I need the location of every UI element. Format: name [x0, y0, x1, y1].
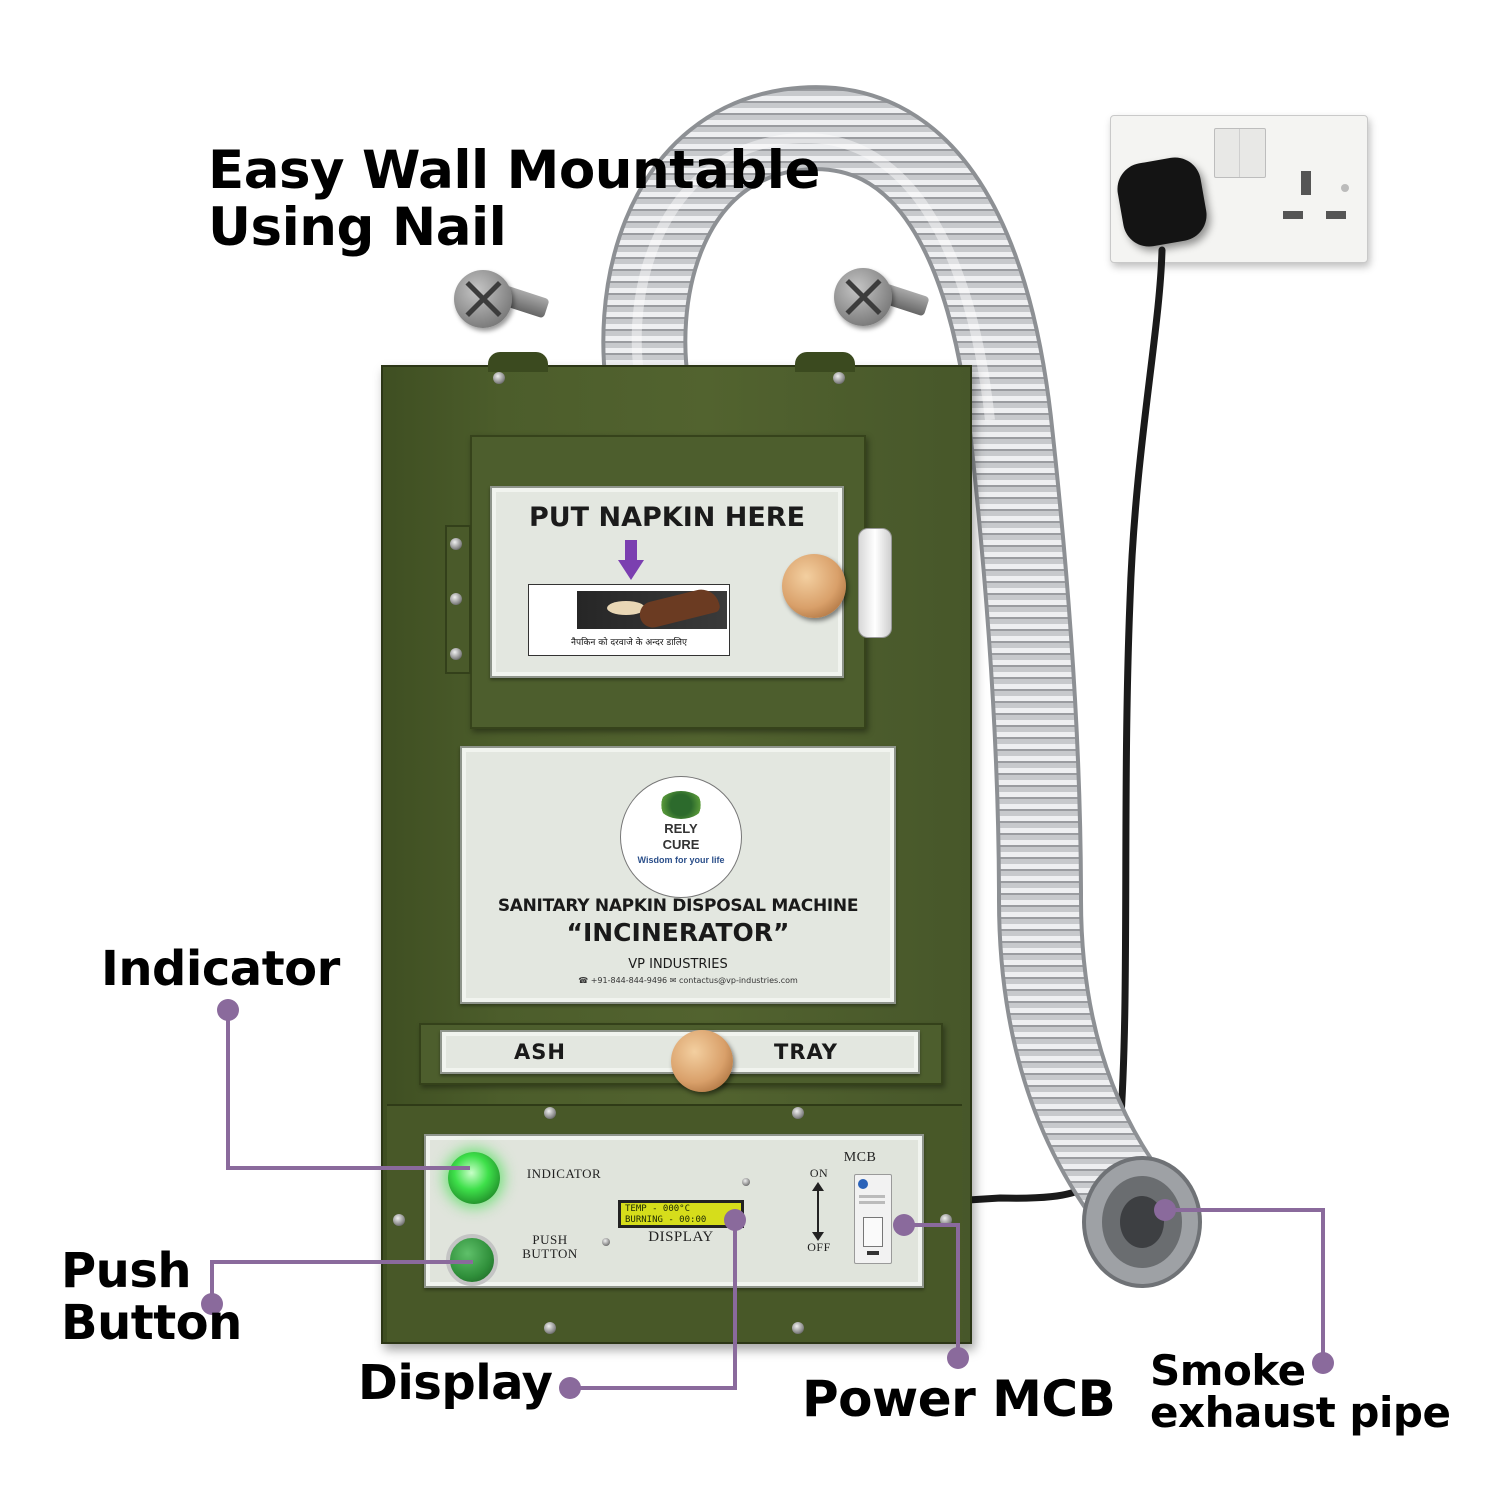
- mcb-lever[interactable]: [863, 1217, 883, 1247]
- panel-push-label-line2: BUTTON: [522, 1246, 578, 1261]
- mcb-brand-icon: [858, 1179, 868, 1189]
- socket-hole-top: [1301, 171, 1311, 195]
- ash-tray-knob[interactable]: [671, 1030, 733, 1092]
- display-callout: Display: [358, 1355, 553, 1411]
- logo-line1: RELY: [664, 821, 698, 836]
- power-mcb-callout-dot: [947, 1347, 969, 1369]
- label-title: SANITARY NAPKIN DISPOSAL MACHINE: [497, 896, 859, 916]
- label-contact-phone: +91-844-844-9496: [590, 976, 668, 985]
- socket-hole-left: [1283, 211, 1303, 219]
- push-button-callout: Push Button: [61, 1243, 242, 1351]
- label-subtitle: “INCINERATOR”: [566, 918, 790, 947]
- indicator-callout-dot: [217, 999, 239, 1021]
- wall-mount-callout: Easy Wall Mountable Using Nail: [208, 140, 820, 259]
- tray-right-label: TRAY: [774, 1040, 838, 1064]
- push-button-leader-line: [210, 1260, 473, 1302]
- socket-switch: [1214, 128, 1266, 178]
- mcb-on-label: ON: [809, 1166, 829, 1180]
- logo-line2: CURE: [662, 837, 700, 852]
- indicator-callout: Indicator: [101, 941, 340, 997]
- label-contact-email: contactus@vp-industries.com: [678, 976, 798, 985]
- wall-screw-left: [450, 268, 550, 330]
- control-panel: INDICATOR PUSH BUTTON TEMP - 000°C BURNI…: [424, 1134, 924, 1288]
- panel-display-label: DISPLAY: [648, 1229, 714, 1245]
- display-callout-dot: [559, 1377, 581, 1399]
- wall-mount-line2: Using Nail: [208, 197, 507, 259]
- smoke-pipe-target-dot: [1154, 1199, 1176, 1221]
- napkin-plate-title: PUT NAPKIN HERE: [528, 502, 806, 533]
- mcb-direction-arrow: [812, 1182, 824, 1241]
- push-button-callout-dot: [201, 1293, 223, 1315]
- panel-push-label-line1: PUSH: [532, 1232, 568, 1247]
- smoke-pipe-leader-line: [1165, 1208, 1325, 1363]
- exhaust-pipe: [605, 89, 1162, 1224]
- machine-label-plate: RELY CURE Wisdom for your life SANITARY …: [460, 746, 896, 1004]
- mcb-switch[interactable]: [854, 1174, 892, 1264]
- indicator-leader-line: [226, 1010, 470, 1170]
- lcd-line2: BURNING - 00:00: [625, 1215, 707, 1225]
- napkin-plate-hindi: नैपकिन को दरवाजे के अन्दर डालिए: [571, 638, 687, 648]
- power-mcb-target-dot: [893, 1214, 915, 1236]
- power-mcb-leader-line: [904, 1223, 960, 1358]
- tray-left-label: ASH: [514, 1040, 566, 1064]
- napkin-instruction-box: नैपकिन को दरवाजे के अन्दर डालिए: [528, 584, 730, 656]
- phone-icon: ☎: [578, 976, 591, 985]
- wall-mount-line1: Easy Wall Mountable: [208, 140, 820, 201]
- indicator-light: [448, 1152, 500, 1204]
- email-icon: ✉: [669, 976, 679, 985]
- napkin-door-knob[interactable]: [782, 554, 846, 618]
- label-contact: ☎ +91-844-844-9496 ✉ contactus@vp-indust…: [558, 976, 818, 985]
- power-mcb-callout: Power MCB: [802, 1370, 1116, 1428]
- socket-hole-right: [1326, 211, 1346, 219]
- push-button-line2: Button: [61, 1294, 242, 1351]
- logo-tagline: Wisdom for your life: [637, 855, 725, 865]
- relycure-logo: RELY CURE Wisdom for your life: [620, 776, 742, 898]
- mcb-off-label: OFF: [807, 1240, 831, 1254]
- wall-screw-right: [830, 266, 930, 328]
- mcb-title: MCB: [843, 1150, 877, 1165]
- door-latch[interactable]: [858, 528, 892, 638]
- label-company: VP INDUSTRIES: [628, 957, 728, 972]
- smoke-pipe-callout: Smoke exhaust pipe: [1150, 1346, 1451, 1437]
- top-mount-tab-right: [795, 352, 855, 372]
- napkin-insert-illustration: [577, 585, 727, 631]
- push-button-line1: Push: [61, 1243, 192, 1299]
- display-leader-line: [570, 1219, 737, 1390]
- tree-icon: [659, 791, 703, 819]
- top-mount-tab-left: [488, 352, 548, 372]
- body-screw: [833, 372, 845, 384]
- smoke-pipe-callout-dot: [1312, 1352, 1334, 1374]
- body-screw: [493, 372, 505, 384]
- smoke-line1: Smoke: [1150, 1346, 1306, 1395]
- smoke-line2: exhaust pipe: [1150, 1388, 1451, 1437]
- down-arrow-icon: [618, 540, 644, 582]
- napkin-plate: PUT NAPKIN HERE नैपकिन को दरवाजे के अन्द…: [490, 486, 844, 678]
- lcd-line1: TEMP - 000°C: [625, 1204, 691, 1214]
- panel-indicator-label: INDICATOR: [526, 1166, 602, 1181]
- display-target-dot: [724, 1209, 746, 1231]
